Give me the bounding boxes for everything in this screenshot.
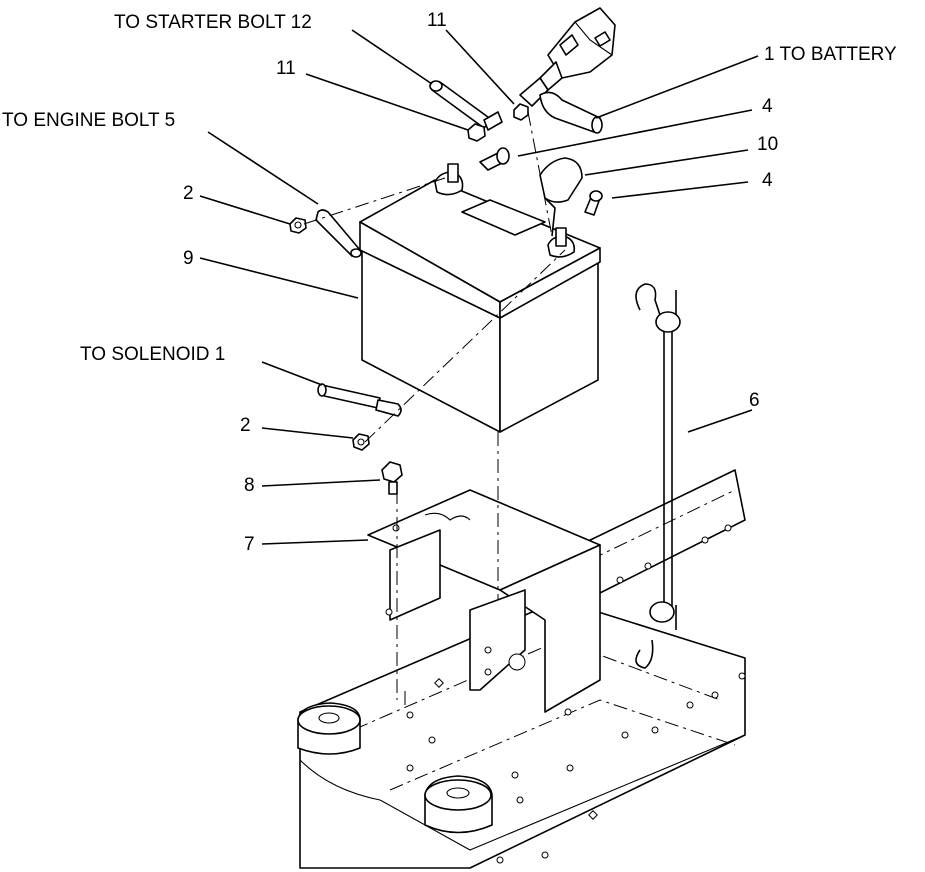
nut-2-top — [289, 217, 307, 234]
label-to-solenoid: TO SOLENOID 1 — [80, 344, 225, 365]
rubber-mount-right — [424, 775, 493, 834]
nut-2-bottom — [352, 433, 370, 451]
side-rail — [579, 469, 746, 599]
hold-down-rod — [635, 283, 681, 669]
label-11-left: 11 — [276, 58, 296, 79]
label-9: 9 — [183, 248, 194, 269]
solenoid-cable — [317, 383, 402, 417]
nut-11-left — [467, 123, 486, 142]
battery-cable — [539, 91, 603, 134]
nut-11-top — [513, 103, 529, 121]
label-to-starter-bolt: TO STARTER BOLT 12 — [114, 12, 312, 33]
label-10: 10 — [757, 134, 778, 155]
battery — [359, 163, 601, 433]
label-7: 7 — [244, 534, 255, 555]
rubber-mount-left — [297, 702, 361, 755]
label-11-top: 11 — [427, 10, 447, 31]
label-4-right: 4 — [762, 170, 773, 191]
label-4-top: 4 — [762, 96, 773, 117]
label-to-battery: 1 TO BATTERY — [764, 44, 897, 65]
label-6: 6 — [749, 390, 760, 411]
frame-base — [299, 599, 746, 869]
leader-lines — [199, 29, 759, 545]
solenoid — [519, 7, 616, 107]
label-to-engine-bolt: TO ENGINE BOLT 5 — [2, 110, 175, 131]
bolt-4-right — [584, 190, 603, 216]
label-2-bottom: 2 — [240, 415, 251, 436]
starter-cable — [429, 80, 503, 131]
bolt-8 — [381, 461, 403, 495]
label-8: 8 — [244, 475, 255, 496]
battery-tray — [367, 489, 601, 716]
assembly-lines — [303, 111, 566, 700]
label-2-top: 2 — [183, 183, 194, 204]
terminal-cover — [539, 157, 583, 237]
bolt-4-top — [479, 147, 510, 171]
engine-cable — [315, 209, 362, 258]
